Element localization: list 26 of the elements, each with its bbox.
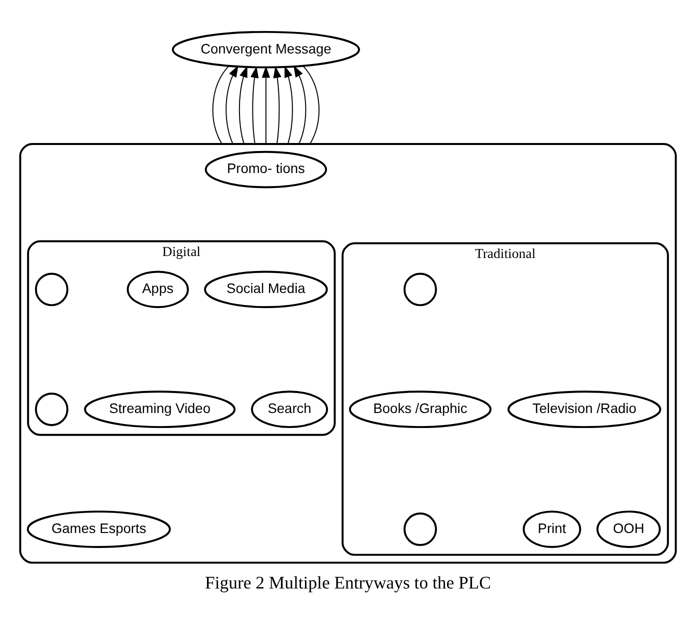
caption: Figure 2 Multiple Entryways to the PLC [205, 572, 491, 592]
node-circle [34, 272, 68, 306]
arrow [284, 65, 293, 144]
cluster [19, 142, 677, 564]
connector [302, 65, 320, 144]
node-ellipse: Search [251, 390, 328, 428]
arrow [293, 64, 306, 144]
node-circle [34, 392, 68, 426]
node-ellipse: Convergent Message [172, 30, 360, 68]
arrow [262, 65, 270, 144]
node-circle [404, 272, 437, 306]
connector [212, 65, 230, 144]
node-circle [404, 512, 437, 546]
node-ellipse: Games Esports [26, 510, 171, 548]
node-ellipse: Apps [126, 270, 189, 308]
arrow [238, 65, 248, 144]
arrow [250, 66, 259, 144]
node-ellipse: Promo- tions [204, 150, 328, 188]
node-ellipse: OOH [596, 510, 661, 548]
node-ellipse: Print [522, 510, 582, 548]
node-ellipse: Books /Graphic [349, 390, 492, 428]
node-ellipse: Social Media [204, 270, 328, 308]
node-ellipse: Streaming Video [84, 390, 236, 428]
node-ellipse: Television /Radio [508, 390, 662, 428]
arrow [226, 64, 238, 144]
arrow [273, 66, 282, 144]
